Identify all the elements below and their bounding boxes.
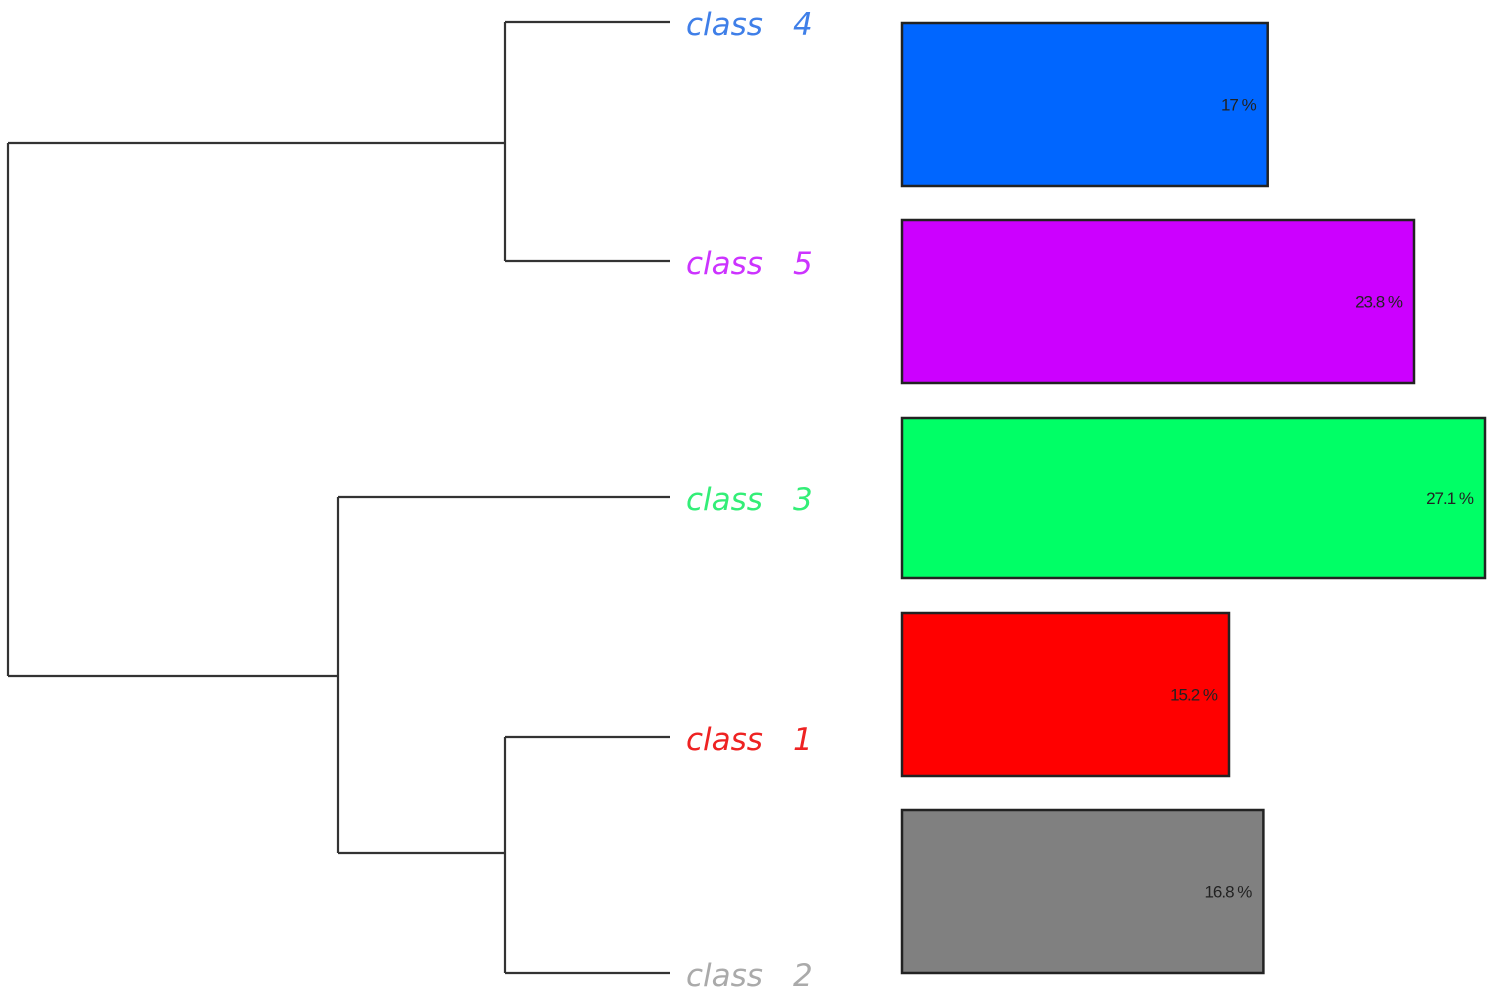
bar-value-label: 23.8 % (1355, 293, 1403, 312)
class-label: class (686, 722, 763, 758)
class-label: class (686, 482, 763, 518)
class-label: class (686, 246, 763, 282)
bar-value-label: 27.1 % (1426, 489, 1474, 508)
class-label: class (686, 958, 763, 994)
bar-class-3 (900, 416, 1487, 580)
bar-class-2 (900, 808, 1265, 975)
bar-value-label: 15.2 % (1170, 686, 1218, 705)
bar-value-label: 17 % (1221, 96, 1257, 115)
bar-class-4 (900, 21, 1269, 188)
class-labels: class 4 class 5 class 3 class 1 class 2 (686, 7, 813, 994)
dendrogram-tree (6, 20, 670, 975)
class-number: 5 (793, 246, 813, 282)
class-number: 2 (793, 958, 813, 994)
class-number: 4 (793, 7, 813, 43)
class-number: 1 (793, 722, 813, 758)
class-label: class (686, 7, 763, 43)
bar-series: 17 % 23.8 % 27.1 % 15.2 % 16.8 % (900, 21, 1487, 975)
bar-class-5 (900, 218, 1416, 385)
bar-class-1 (900, 611, 1231, 778)
bar-value-label: 16.8 % (1204, 883, 1252, 902)
class-number: 3 (793, 482, 813, 518)
